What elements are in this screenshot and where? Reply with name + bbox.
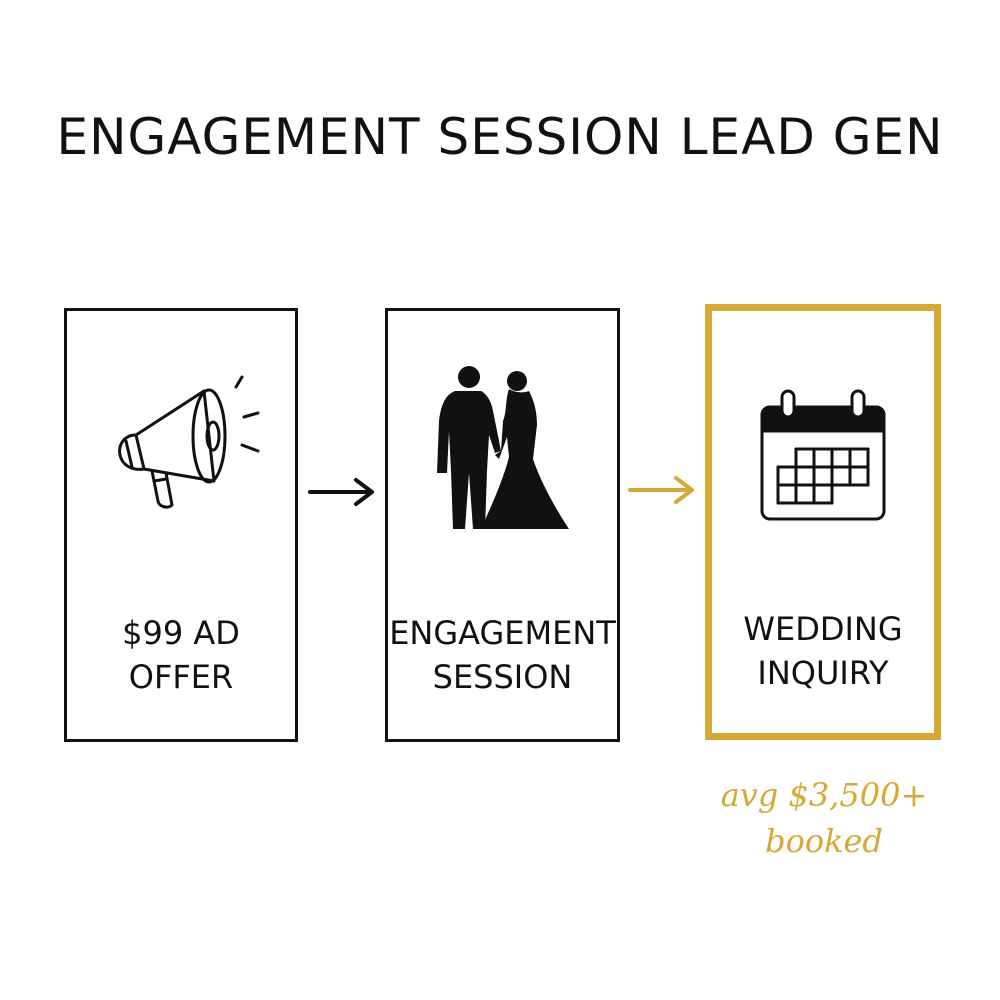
step-label-ad-offer: $99 AD OFFER (67, 611, 295, 699)
step-label-line: ENGAGEMENT (389, 614, 616, 652)
step-card-wedding-inquiry: WEDDING INQUIRY (705, 304, 941, 740)
couple-icon (388, 361, 617, 533)
calendar-icon (712, 387, 934, 523)
step-label-line: OFFER (128, 658, 234, 696)
booking-value-note: avg $3,500+ booked (690, 772, 958, 864)
step-label-line: WEDDING (743, 610, 903, 648)
step-label-wedding-inquiry: WEDDING INQUIRY (712, 607, 934, 695)
arrow-right-icon (304, 474, 380, 514)
step-card-ad-offer: $99 AD OFFER (64, 308, 298, 742)
megaphone-icon (67, 373, 295, 523)
step-label-engagement-session: ENGAGEMENT SESSION (388, 611, 617, 699)
step-label-line: $99 AD (122, 614, 240, 652)
diagram-title: ENGAGEMENT SESSION LEAD GEN (56, 108, 944, 166)
step-label-line: SESSION (432, 658, 573, 696)
note-line: booked (765, 822, 883, 860)
arrow-right-icon (624, 472, 700, 512)
step-label-line: INQUIRY (757, 654, 889, 692)
step-card-engagement-session: ENGAGEMENT SESSION (385, 308, 620, 742)
note-line: avg $3,500+ (720, 776, 928, 814)
